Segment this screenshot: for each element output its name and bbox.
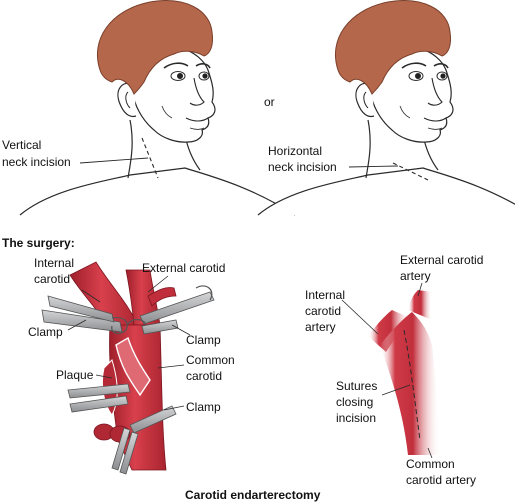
label-common-carotid-artery-line2: carotid artery xyxy=(406,473,477,487)
clamp-upper-right xyxy=(127,285,215,335)
vertical-incision-leader xyxy=(79,157,149,164)
label-common-carotid-line2: carotid xyxy=(186,369,223,383)
clamp-lower-left xyxy=(67,383,131,413)
label-clamp-left: Clamp xyxy=(28,325,63,339)
vertical-incision-label-line1: Vertical xyxy=(2,138,42,152)
horizontal-incision-label-line2: neck incision xyxy=(268,160,337,174)
surgery-artery-illustration xyxy=(41,261,215,475)
clamp-upper-left xyxy=(41,295,128,335)
surgery-heading: The surgery: xyxy=(2,236,75,250)
label-external-carotid-artery-line1: External carotid xyxy=(400,253,484,267)
label-common-carotid-line1: Common xyxy=(186,353,235,367)
vertical-incision-label-line2: neck incision xyxy=(2,155,71,169)
label-sutures-line2: closing xyxy=(336,395,374,409)
label-internal-carotid-artery-line3: artery xyxy=(305,320,336,334)
artery-incision xyxy=(115,336,151,397)
head-right-illustration xyxy=(257,0,515,216)
figure-caption: Carotid endarterectomy xyxy=(185,488,321,502)
label-sutures-line1: Sutures xyxy=(336,379,378,393)
label-internal-carotid-artery-line1: Internal xyxy=(305,288,346,302)
clamp-lower-right xyxy=(111,405,177,475)
suture-line xyxy=(403,329,421,441)
sutured-artery-illustration xyxy=(341,282,440,459)
label-clamp-right-upper: Clamp xyxy=(186,333,221,347)
horizontal-incision-label-line1: Horizontal xyxy=(268,144,323,158)
head-left-illustration xyxy=(19,0,296,216)
label-internal-carotid-line1: Internal xyxy=(34,256,75,270)
label-internal-carotid-artery-line2: carotid xyxy=(305,304,342,318)
vertical-incision-mark xyxy=(141,137,159,179)
label-external-carotid: External carotid xyxy=(142,261,226,275)
label-clamp-right-lower: Clamp xyxy=(186,400,221,414)
horizontal-incision-leader xyxy=(348,165,399,168)
label-common-carotid-artery-line1: Common xyxy=(406,457,455,471)
label-internal-carotid-line2: carotid xyxy=(34,272,71,286)
label-plaque: Plaque xyxy=(56,368,94,382)
label-external-carotid-artery-line2: artery xyxy=(400,269,431,283)
label-sutures-line3: incision xyxy=(336,411,377,425)
sutured-artery-trunk xyxy=(380,312,440,455)
or-separator: or xyxy=(264,95,275,109)
